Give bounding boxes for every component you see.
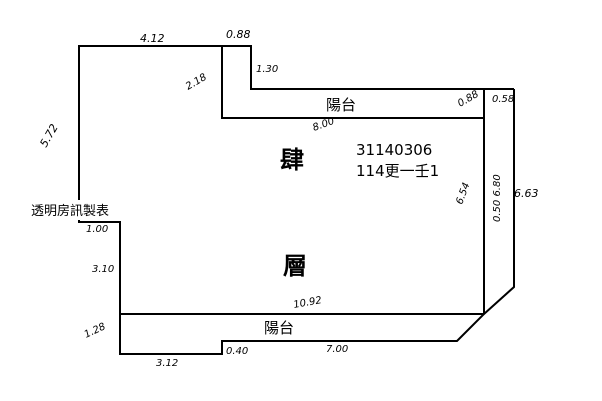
dim-inner-bottom: 10.92	[293, 295, 323, 311]
dim-balcony-right-corner: 0.58	[492, 94, 514, 105]
dim-bottom-step: 0.40	[226, 346, 248, 357]
watermark-text: 透明房訊製表	[31, 203, 109, 219]
dim-bottom-left: 1.28	[83, 321, 108, 340]
dim-right-outer: 6.63	[514, 187, 539, 200]
right-balcony-wall	[483, 89, 515, 315]
upper-step-wall	[221, 46, 484, 119]
dim-step-vertical: 1.30	[256, 64, 278, 75]
balcony-label-bottom: 陽台	[264, 319, 294, 337]
dim-left-notch: 1.00	[86, 224, 108, 235]
dim-inner-step: 2.18	[184, 72, 209, 93]
floor-label-top: 肆	[280, 145, 304, 174]
floor-label-bottom: 層	[283, 251, 307, 280]
upper-step-outer	[222, 45, 484, 90]
outer-wall-outline	[78, 45, 514, 355]
dim-left-upper: 5.72	[37, 122, 61, 150]
dim-bottom-width: 3.12	[156, 358, 178, 369]
document-code: 31140306	[356, 141, 432, 159]
dim-right-rotated: 0.50 6.80	[492, 174, 503, 222]
balcony-label-top: 陽台	[326, 96, 356, 114]
dim-balcony-right-top: 0.88	[456, 89, 481, 110]
dim-top-left: 4.12	[140, 32, 165, 45]
document-revision: 114更一壬1	[356, 162, 439, 180]
dim-bottom-right: 7.00	[326, 344, 348, 355]
dim-left-lower: 3.10	[92, 264, 114, 275]
dim-top-step: 0.88	[226, 28, 251, 41]
watermark-background	[28, 200, 130, 220]
dim-right-inner: 6.54	[454, 181, 472, 206]
